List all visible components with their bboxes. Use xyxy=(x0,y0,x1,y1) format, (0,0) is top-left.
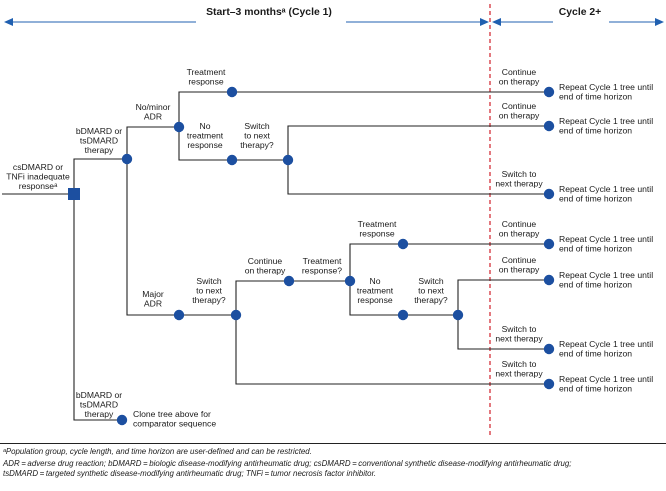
footnote-abbreviations-2: tsDMARD = targeted synthetic disease-mod… xyxy=(3,469,377,478)
edge-outcome-2 xyxy=(287,125,547,160)
cycle1-header: Start–3 monthsᵃ (Cycle 1) xyxy=(4,7,489,29)
node-continue-therapy-mid xyxy=(283,275,295,287)
edge-root-to-bdmard-bottom xyxy=(73,194,122,421)
cycle1-left-arrowhead xyxy=(4,18,13,26)
cycle2-left-arrowhead xyxy=(492,18,501,26)
node-bdmard-bottom xyxy=(116,414,128,426)
node-switch-1 xyxy=(282,154,294,166)
node-treatment-response-2 xyxy=(397,238,409,250)
cycle1-right-arrowhead xyxy=(480,18,489,26)
root-decision-node xyxy=(68,188,80,200)
node-treatment-response-q xyxy=(344,275,356,287)
node-bdmard-top xyxy=(121,153,133,165)
cycle2-header-bg xyxy=(553,13,609,29)
tree-nodes xyxy=(116,86,464,426)
edge-to-major-adr xyxy=(126,159,179,316)
edge-outcome-3 xyxy=(287,160,547,195)
edge-outcome-5 xyxy=(457,279,547,315)
edge-to-treatment-response-1 xyxy=(178,91,232,127)
edge-outcome-7 xyxy=(235,315,547,385)
node-no-treatment-response-2 xyxy=(397,309,409,321)
edge-to-no-treatment-response-2 xyxy=(349,281,403,316)
terminal-node-1 xyxy=(543,86,555,98)
terminal-node-6 xyxy=(543,343,555,355)
tree-edges xyxy=(2,91,547,421)
terminal-node-3 xyxy=(543,188,555,200)
cycle2-header-text: Cycle 2+ xyxy=(559,7,601,18)
edge-root-to-bdmard-top xyxy=(73,158,127,194)
terminal-node-7 xyxy=(543,378,555,390)
edge-to-no-treatment-response-1 xyxy=(178,127,232,161)
node-treatment-response-1 xyxy=(226,86,238,98)
terminal-nodes xyxy=(543,86,555,390)
node-no-minor-adr xyxy=(173,121,185,133)
node-switch-2 xyxy=(230,309,242,321)
cycle2-header: Cycle 2+ xyxy=(492,7,664,29)
edge-to-no-minor-adr xyxy=(126,126,179,159)
cycle1-header-text: Start–3 monthsᵃ (Cycle 1) xyxy=(206,7,332,18)
terminal-node-2 xyxy=(543,120,555,132)
node-major-adr xyxy=(173,309,185,321)
edge-to-treatment-response-q xyxy=(235,280,350,315)
footnote-a: ᵃPopulation group, cycle length, and tim… xyxy=(3,447,312,456)
footnote-abbreviations-1: ADR = adverse drug reaction; bDMARD = bi… xyxy=(3,459,572,468)
node-switch-3 xyxy=(452,309,464,321)
node-no-treatment-response-1 xyxy=(226,154,238,166)
cycle1-header-bg xyxy=(196,13,346,29)
cycle2-right-arrowhead xyxy=(655,18,664,26)
footnote-divider xyxy=(0,443,666,444)
edge-to-treatment-response-2 xyxy=(349,243,403,281)
terminal-node-4 xyxy=(543,238,555,250)
terminal-node-5 xyxy=(543,274,555,286)
edge-outcome-6 xyxy=(457,315,547,350)
